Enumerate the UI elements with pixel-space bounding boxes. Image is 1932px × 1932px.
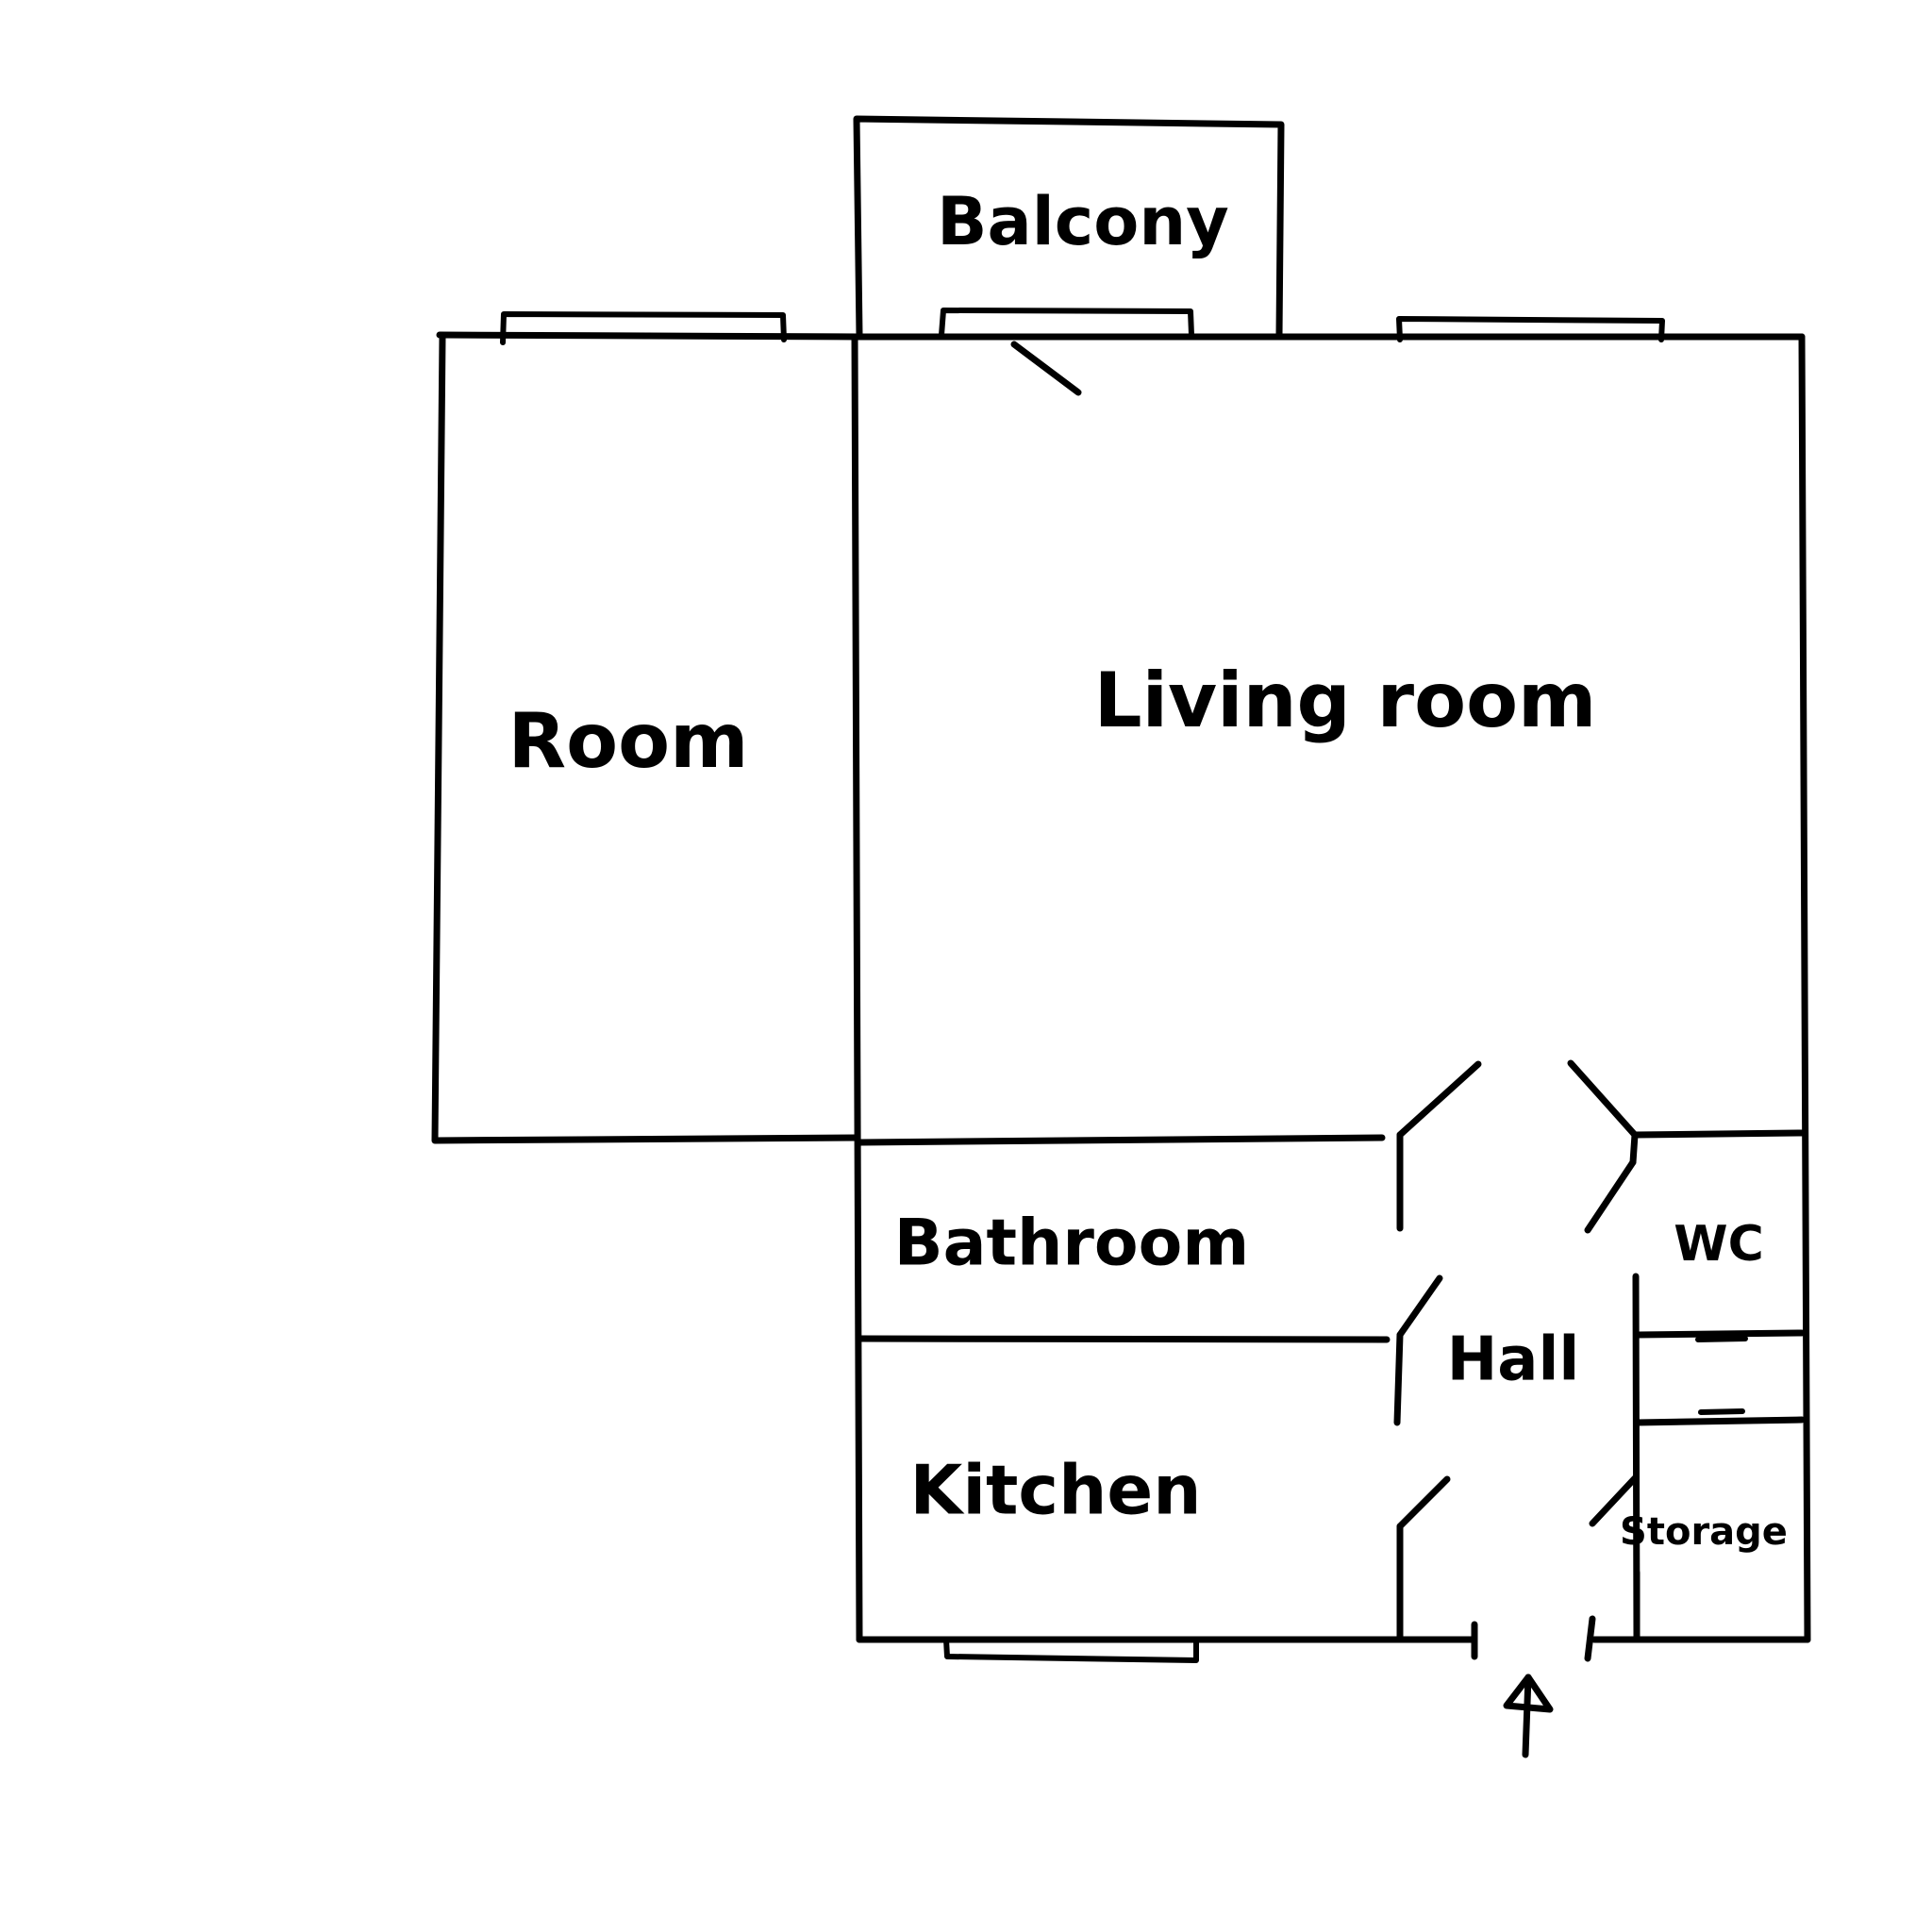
window-room bbox=[500, 311, 787, 345]
room-label-balcony: Balcony bbox=[937, 183, 1229, 260]
central-wall bbox=[851, 333, 863, 1643]
bathroom-bottom-wall bbox=[856, 1274, 1443, 1426]
window-living-room bbox=[1396, 316, 1665, 342]
room-label-kitchen: Kitchen bbox=[910, 1451, 1202, 1530]
top-wall bbox=[436, 331, 1806, 341]
door-living-room bbox=[1396, 1059, 1639, 1139]
bottom-wall bbox=[856, 1615, 1811, 1662]
balcony-walls bbox=[853, 115, 1285, 339]
room-walls bbox=[431, 333, 860, 1144]
window-kitchen bbox=[943, 1637, 1199, 1663]
wc-walls bbox=[1584, 1129, 1806, 1643]
room-label-bathroom: Bathroom bbox=[894, 1207, 1249, 1281]
room-label-wc: WC bbox=[1674, 1216, 1764, 1273]
door-kitchen bbox=[1396, 1475, 1451, 1643]
window-balcony-door bbox=[939, 308, 1194, 338]
bathroom-top-wall bbox=[856, 1131, 1404, 1232]
door-balcony bbox=[1010, 341, 1082, 396]
door-storage bbox=[1589, 1474, 1641, 1643]
room-label-living-room: Living room bbox=[1094, 657, 1597, 744]
right-wall bbox=[1798, 333, 1811, 1643]
room-label-hall: Hall bbox=[1447, 1325, 1580, 1395]
room-label-room: Room bbox=[508, 697, 749, 785]
arrow-up-icon bbox=[1503, 1674, 1554, 1758]
room-label-storage: Storage bbox=[1620, 1510, 1788, 1554]
